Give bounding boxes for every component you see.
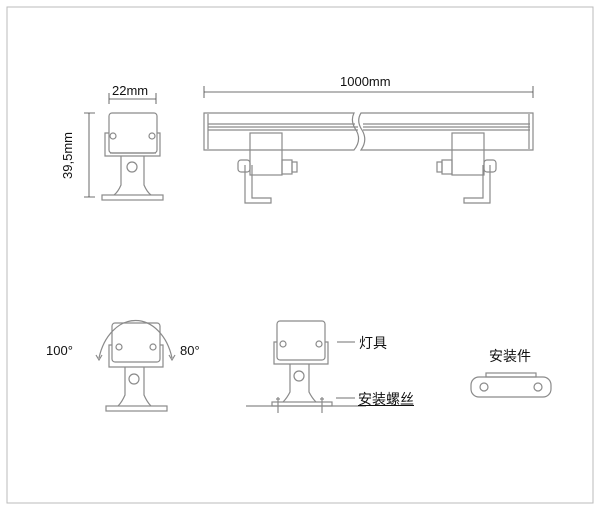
lamp-callout: 灯具 bbox=[359, 336, 387, 352]
length-dimension-label: 1000mm bbox=[340, 74, 391, 89]
width-dimension-label: 22mm bbox=[112, 83, 149, 98]
mounting-screw-callout: 安装螺丝 bbox=[358, 392, 414, 408]
rotation-view bbox=[95, 319, 176, 412]
bar-view bbox=[203, 86, 534, 204]
height-dimension-label: 39,5mm bbox=[59, 132, 75, 179]
right-angle-label: 80° bbox=[180, 343, 200, 358]
mounting-part-label: 安装件 bbox=[489, 349, 531, 365]
side-view bbox=[84, 93, 164, 201]
left-angle-label: 100° bbox=[46, 343, 73, 358]
assembly-view bbox=[246, 320, 366, 413]
frame bbox=[6, 6, 594, 504]
mounting-part bbox=[470, 372, 552, 398]
